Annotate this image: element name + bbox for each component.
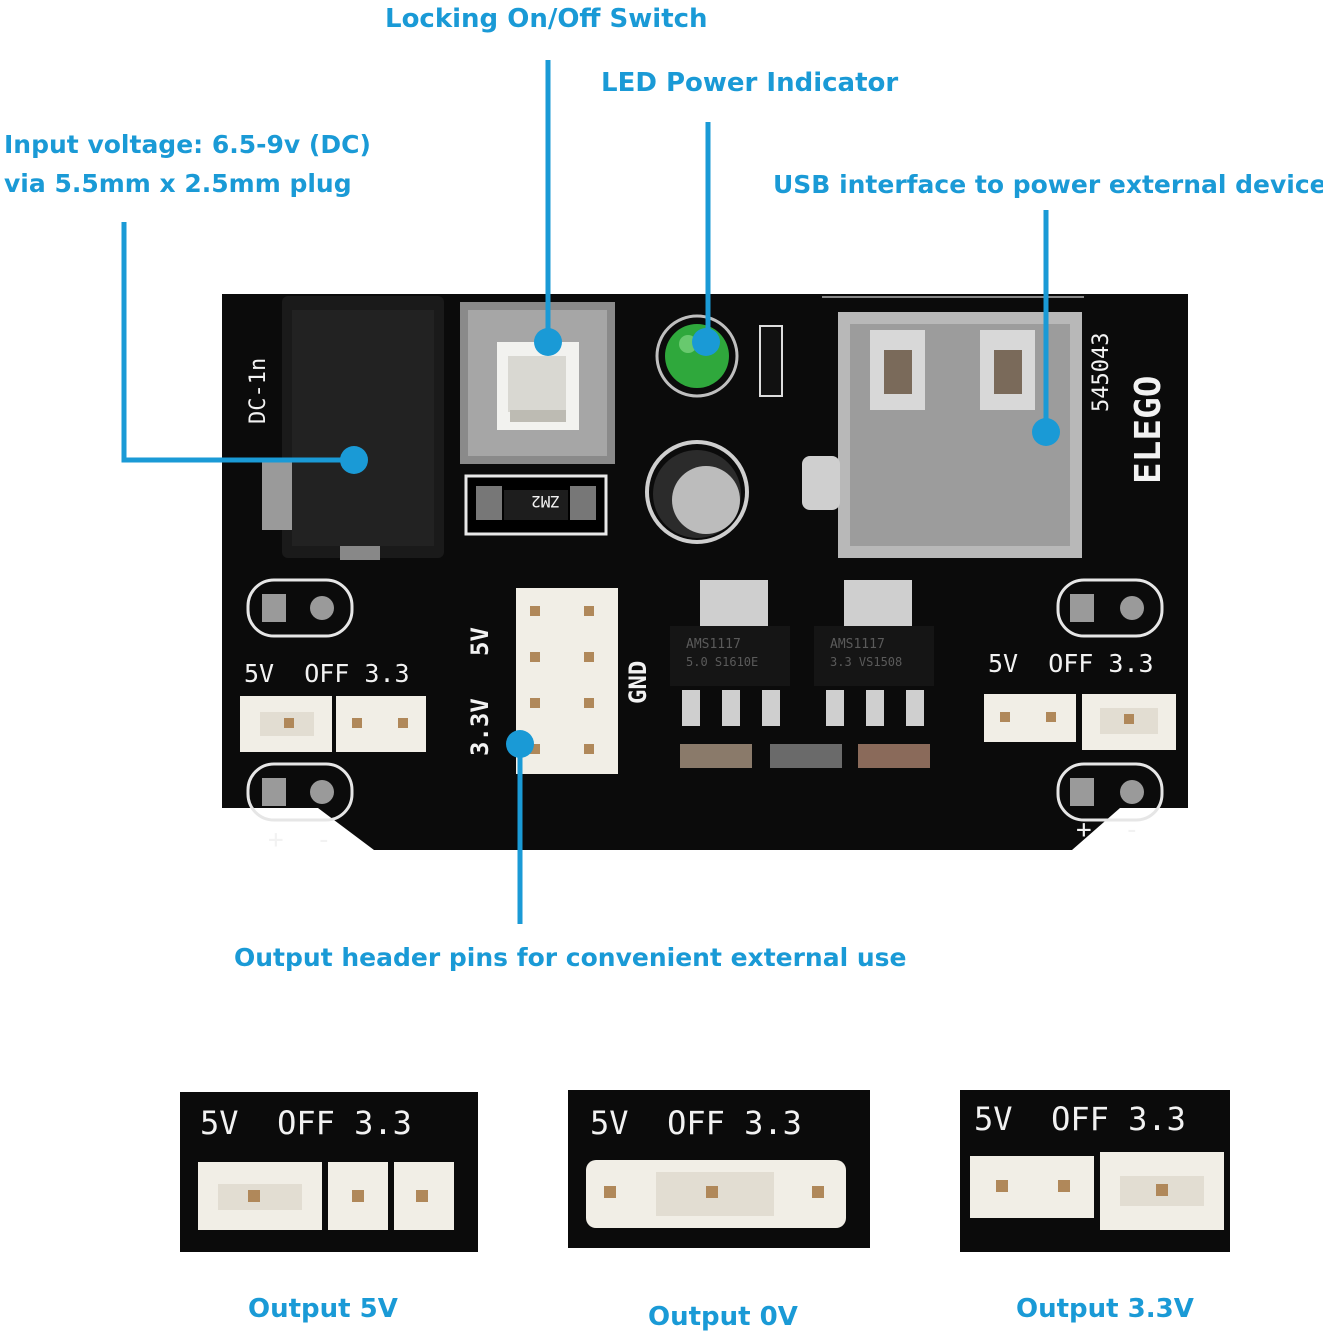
regulator-33v [814,580,934,726]
right-minus-label: - [1124,815,1140,845]
led-indicator [655,314,739,398]
output-33v-caption: Output 3.3V [1016,1294,1194,1324]
leader-dots [340,328,1060,758]
smd-capacitor [680,744,752,768]
header-gnd-label: GND [624,661,652,704]
output-panel-33v-label: 5V OFF 3.3 [974,1100,1186,1138]
brand-logo: ELEGO [1128,376,1169,484]
regulator-33v-label-2: 3.3 VS1508 [830,655,902,669]
usb-dot [1032,418,1060,446]
switch-dot [534,328,562,356]
leader-lines [121,60,1049,924]
output-panel-5v-label: 5V OFF 3.3 [200,1104,412,1142]
led-dot [692,328,720,356]
output-panel-0v [568,1090,870,1248]
switch-callout: Locking On/Off Switch [385,4,708,34]
header-pins-callout: Output header pins for convenient extern… [234,943,907,972]
left-minus-label: - [316,825,332,855]
left-rail-pads [246,578,354,822]
output-panel-5v [180,1092,478,1252]
on-off-switch [460,302,615,464]
input-voltage-callout-line2: via 5.5mm x 2.5mm plug [4,169,352,198]
smd-capacitor [858,744,930,768]
smd-capacitor [770,744,842,768]
regulator-33v-label-1: AMS1117 [830,637,885,652]
output-5v-caption: Output 5V [248,1294,398,1324]
left-jumper-label: 5V OFF 3.3 [244,659,410,688]
input-dot [340,446,368,474]
right-jumper-label: 5V OFF 3.3 [988,649,1154,678]
output-panel-0v-label: 5V OFF 3.3 [590,1104,802,1142]
dc-in-label: DC-1n [246,358,271,424]
zener-diode [464,474,608,536]
header-33v-label: 3.3V [466,698,494,756]
smd-resistor [759,325,783,397]
regulator-5v [670,580,790,726]
right-rail-pads [1056,578,1164,822]
left-jumper [240,696,426,752]
left-plus-label: + [268,825,284,855]
input-voltage-callout-line1: Input voltage: 6.5-9v (DC) [4,130,371,159]
electrolytic-capacitor [645,440,749,544]
led-callout: LED Power Indicator [601,68,899,98]
right-plus-label: + [1076,815,1092,845]
usb-port [802,296,1084,558]
output-0v-caption: Output 0V [648,1302,798,1332]
zener-label: ZM2 [531,492,560,511]
regulator-5v-label-1: AMS1117 [686,637,741,652]
dc-barrel-jack [262,296,444,560]
regulator-5v-label-2: 5.0 S1610E [686,655,758,669]
header-dot [506,730,534,758]
right-jumper [984,694,1176,750]
usb-callout: USB interface to power external device [773,170,1323,199]
output-panel-33v [960,1090,1230,1252]
header-5v-label: 5V [466,627,494,656]
model-number: 545043 [1089,333,1114,412]
